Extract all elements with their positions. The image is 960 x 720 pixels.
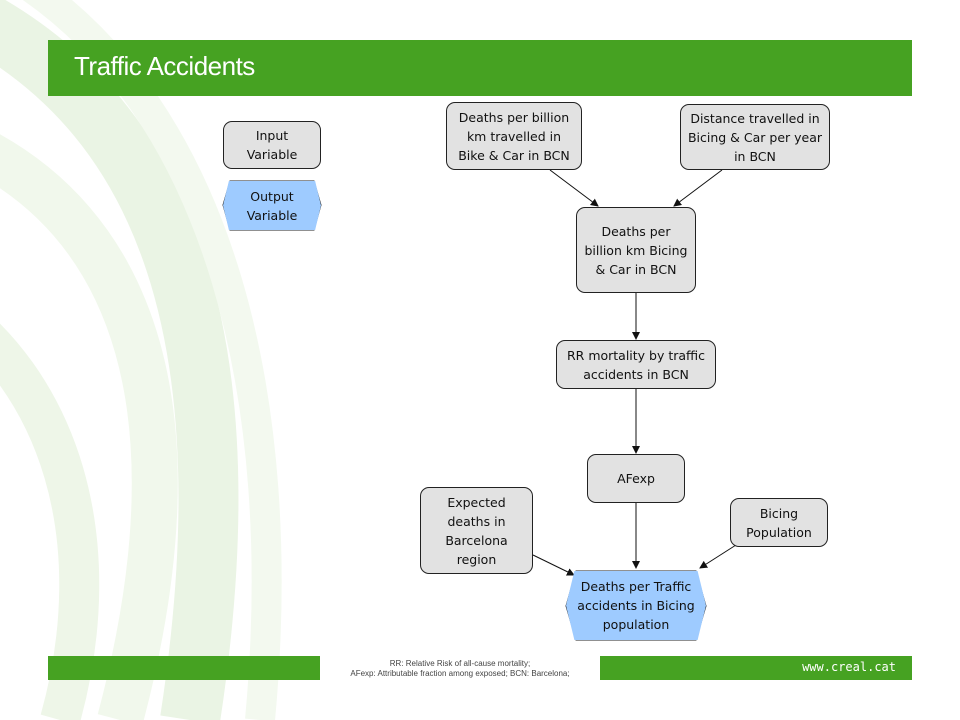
arrow-deaths-per-billion-to-bicing bbox=[549, 169, 599, 207]
arrow-distance-to-bicing bbox=[673, 169, 723, 207]
footer-bar-left bbox=[48, 656, 320, 680]
node-distance-travelled: Distance travelled in Bicing & Car per y… bbox=[680, 104, 830, 170]
node-expected-deaths: Expected deaths in Barcelona region bbox=[420, 487, 533, 574]
node-rr-mortality: RR mortality by traffic accidents in BCN bbox=[556, 340, 716, 389]
node-afexp: AFexp bbox=[587, 454, 685, 503]
footer-url-link[interactable]: www.creal.cat bbox=[802, 660, 896, 674]
arrow-expected-to-deaths bbox=[532, 554, 575, 576]
node-bicing-population: Bicing Population bbox=[730, 498, 828, 547]
footnote: RR: Relative Risk of all-cause mortality… bbox=[320, 659, 600, 679]
node-deaths-per-billion-km: Deaths per billion km travelled in Bike … bbox=[446, 102, 582, 170]
footnote-line-2: AFexp: Attributable fraction among expos… bbox=[350, 669, 570, 678]
footer-bar-right: www.creal.cat bbox=[600, 656, 912, 680]
legend-input-variable: Input Variable bbox=[223, 121, 321, 169]
node-deaths-traffic-accidents: Deaths per Traffic accidents in Bicing p… bbox=[566, 571, 706, 640]
title-bar: Traffic Accidents bbox=[48, 40, 912, 96]
slide-title: Traffic Accidents bbox=[74, 51, 255, 81]
footnote-line-1: RR: Relative Risk of all-cause mortality… bbox=[389, 659, 531, 668]
arrow-population-to-deaths bbox=[699, 544, 737, 569]
node-deaths-per-billion-km-bicing: Deaths per billion km Bicing & Car in BC… bbox=[576, 207, 696, 293]
legend-output-variable: Output Variable bbox=[223, 181, 321, 230]
